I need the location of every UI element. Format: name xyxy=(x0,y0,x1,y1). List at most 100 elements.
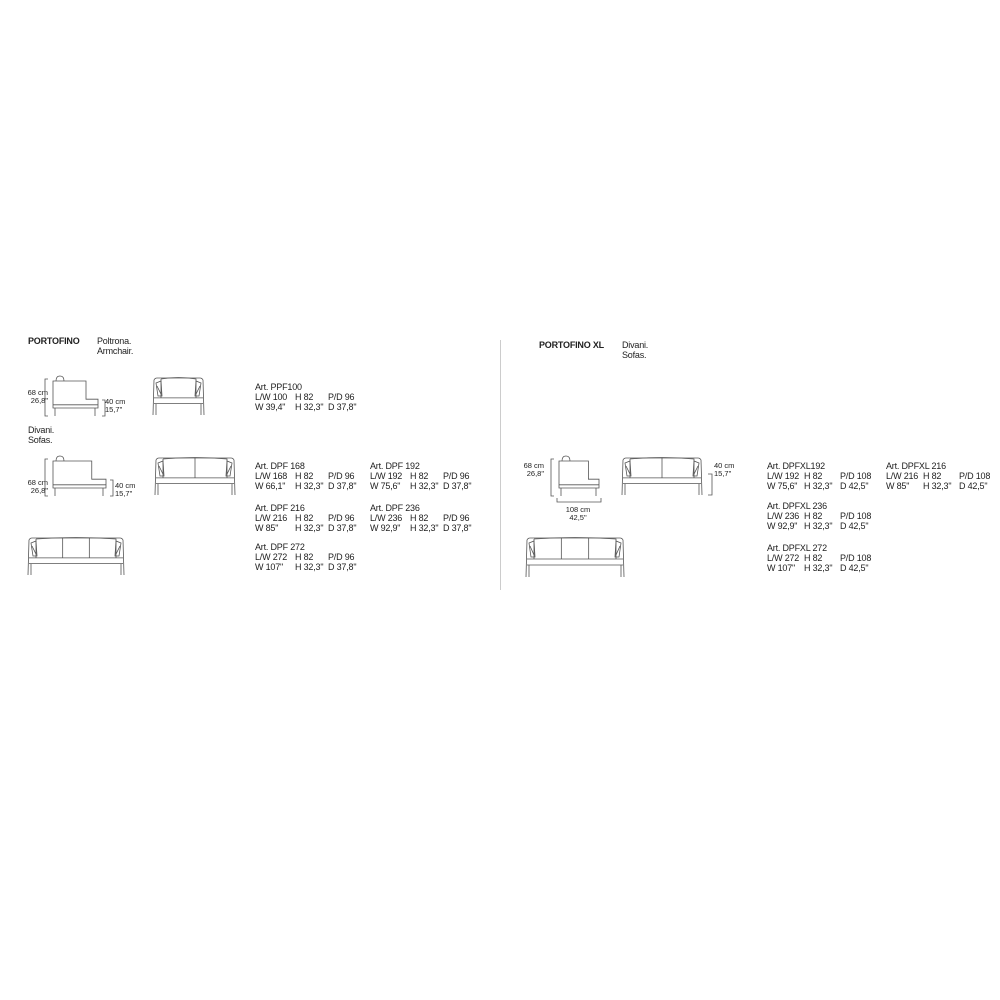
dimension-row: L/W 216 H 82 P/D 108 xyxy=(886,471,990,481)
dimension-value: P/D 108 xyxy=(840,511,872,521)
dimension-row: W 92,9"H 32,3"D 37,8" xyxy=(370,523,472,533)
section-divider xyxy=(500,340,501,590)
dimension-value: L/W 100 xyxy=(255,392,288,402)
dimension-row: W 66,1" H 32,3" D 37,8" xyxy=(255,481,357,491)
dimension-value: L/W 236 xyxy=(767,511,800,521)
dimension-value: H 82 xyxy=(804,553,823,563)
dimension-value: H 32,3" xyxy=(804,563,833,573)
dimension-row: L/W 236 H 82 P/D 96 xyxy=(370,513,471,523)
dimension-value: H 32,3" xyxy=(295,481,324,491)
dimension-value: H 82 xyxy=(923,471,942,481)
dimension-value: D 37,8" xyxy=(328,481,357,491)
dimension-value: W 75,6" xyxy=(370,481,401,491)
dimension-value: D 37,8" xyxy=(443,481,472,491)
dimension-value: W 75,6" xyxy=(767,481,798,491)
sofa-label-it-xl: Divani. xyxy=(622,340,649,350)
dimension-value: H 82 xyxy=(295,471,314,481)
dimension-value: L/W 192 xyxy=(370,471,403,481)
article-code: Art. DPF 272 xyxy=(255,542,305,552)
article-code: Art. DPF 192 xyxy=(370,461,420,471)
collection-title-xl: PORTOFINO XL xyxy=(539,340,604,350)
dimension-row: W 75,6" H 32,3" D 42,5" xyxy=(767,481,871,491)
dimension-value: H 82 xyxy=(410,513,429,523)
dimension-row: W 92,9" H 32,3" D 42,5" xyxy=(767,521,871,531)
dimension-value: W 107" xyxy=(767,563,796,573)
sofa-side-view xyxy=(44,455,114,497)
dimension-value: D 37,8" xyxy=(328,523,357,533)
dimension-value: H 32,3" xyxy=(804,481,833,491)
dimension-value: L/W 192 xyxy=(767,471,800,481)
xl-side-view xyxy=(550,455,600,497)
dimension-value: P/D 96 xyxy=(443,513,470,523)
dimension-row: L/W 100 H 82 P/D 96 xyxy=(255,392,356,402)
xl-depth-dim-line xyxy=(556,498,602,503)
dimension-value: H 82 xyxy=(410,471,429,481)
dimension-value: L/W 236 xyxy=(370,513,403,523)
dimension-value: P/D 96 xyxy=(328,513,355,523)
xl-3seat-front-view xyxy=(525,537,625,578)
dimension-row: W 107" H 32,3" D 37,8" xyxy=(255,562,357,572)
dimension-value: H 32,3" xyxy=(804,521,833,531)
article-code: Art. PPF100 xyxy=(255,382,302,392)
dimension-value: P/D 96 xyxy=(443,471,470,481)
armchair-label-it: Poltrona. xyxy=(97,336,132,346)
dimension-value: P/D 96 xyxy=(328,392,355,402)
dimension-row: W 107" H 32,3" D 42,5" xyxy=(767,563,871,573)
dimension-value: H 32,3" xyxy=(295,562,324,572)
dimension-value: D 37,8" xyxy=(328,402,357,412)
dimension-value: L/W 168 xyxy=(255,471,288,481)
dimension-value: W 66,1" xyxy=(255,481,286,491)
sofa-3seat-front-view xyxy=(27,537,125,576)
dimension-value: P/D 108 xyxy=(840,553,872,563)
dimension-value: L/W 216 xyxy=(886,471,919,481)
dimension-value: H 32,3" xyxy=(923,481,952,491)
xl-seat-dim-line xyxy=(708,473,713,496)
dimension-value: H 82 xyxy=(804,511,823,521)
dimension-row: L/W 192 H 82 P/D 96 xyxy=(370,471,471,481)
dimension-value: H 32,3" xyxy=(410,481,439,491)
article-code: Art. DPF 168 xyxy=(255,461,305,471)
dimension-value: H 82 xyxy=(295,552,314,562)
dimension-value: W 85" xyxy=(255,523,279,533)
dimension-value: D 37,8" xyxy=(328,562,357,572)
collection-title: PORTOFINO xyxy=(28,336,80,346)
dimension-value: L/W 272 xyxy=(767,553,800,563)
sofa-label-en: Sofas. xyxy=(28,435,53,445)
article-code: Art. DPFXL 272 xyxy=(767,543,827,553)
dimension-value: D 42,5" xyxy=(959,481,988,491)
dimension-value: P/D 108 xyxy=(959,471,991,481)
dimension-value: D 42,5" xyxy=(840,521,869,531)
dimension-value: W 107" xyxy=(255,562,284,572)
dimension-value: P/D 96 xyxy=(328,471,355,481)
dimension-value: D 37,8" xyxy=(443,523,472,533)
dimension-value: H 32,3" xyxy=(410,523,439,533)
dimension-row: L/W 236 H 82 P/D 108 xyxy=(767,511,871,521)
dimension-value: H 82 xyxy=(295,392,314,402)
xl-2seat-front-view xyxy=(621,457,703,496)
dimension-value: L/W 216 xyxy=(255,513,288,523)
dimension-row: L/W 216 H 82 P/D 96 xyxy=(255,513,356,523)
dimension-value: H 32,3" xyxy=(295,523,324,533)
dimension-value: L/W 272 xyxy=(255,552,288,562)
dimension-row: L/W 272 H 82 P/D 108 xyxy=(767,553,871,563)
article-code: Art. DPFXL 216 xyxy=(886,461,946,471)
dimension-value: D 42,5" xyxy=(840,563,869,573)
dimension-value: D 42,5" xyxy=(840,481,869,491)
dimension-value: W 92,9" xyxy=(767,521,798,531)
armchair-front-view xyxy=(152,377,205,416)
dimension-value: H 82 xyxy=(295,513,314,523)
dimension-row: W 39,4"H 32,3"D 37,8" xyxy=(255,402,357,412)
